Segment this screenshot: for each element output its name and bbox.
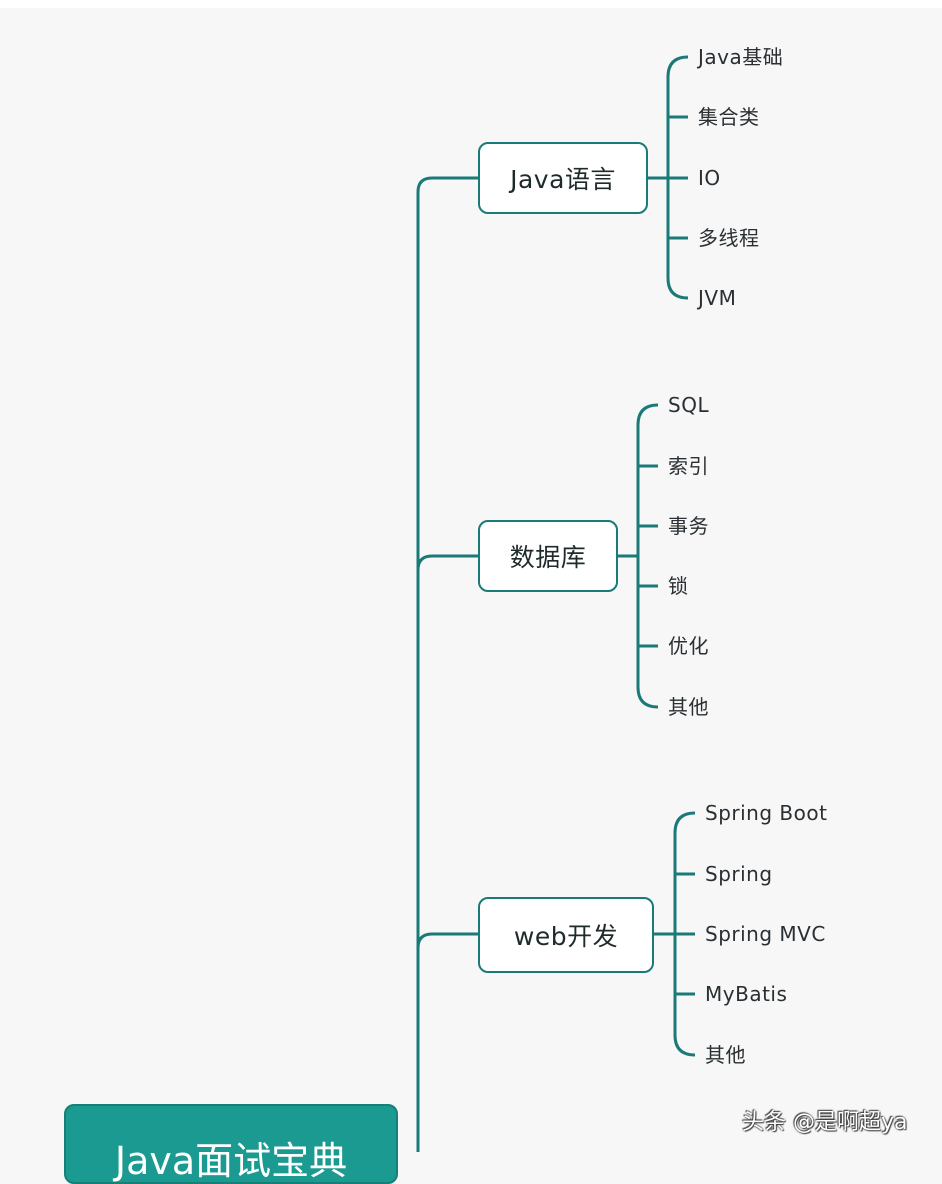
leaf-io[interactable]: IO [698,166,721,190]
branch-node-web[interactable]: web开发 [478,897,654,973]
leaf-collections[interactable]: 集合类 [698,105,760,129]
trunk-line [416,176,478,1152]
branch-2-bracket [636,403,659,709]
trunk-to-branch-3 [416,932,478,949]
leaf-transaction[interactable]: 事务 [668,514,709,538]
leaf-sql[interactable]: SQL [668,393,710,417]
branch-node-java[interactable]: Java语言 [478,142,648,214]
branch-node-label: 数据库 [509,543,587,572]
branch-node-label: web开发 [513,922,619,951]
leaf-multithreading[interactable]: 多线程 [698,226,760,250]
branch-node-label: Java语言 [510,165,616,194]
leaf-mybatis[interactable]: MyBatis [705,982,788,1006]
top-edge [0,0,942,8]
leaf-spring[interactable]: Spring [705,862,773,886]
connector-lines [416,55,696,1152]
leaf-optimization[interactable]: 优化 [668,634,709,658]
leaf-jvm[interactable]: JVM [698,286,737,310]
leaf-spring-boot[interactable]: Spring Boot [705,801,828,825]
root-node[interactable]: Java面试宝典 [64,1104,398,1184]
leaf-index[interactable]: 索引 [668,454,709,478]
branch-node-database[interactable]: 数据库 [478,520,618,592]
root-node-label: Java面试宝典 [114,1139,348,1183]
leaf-lock[interactable]: 锁 [668,574,689,598]
trunk-to-branch-2 [416,554,478,571]
leaf-web-other[interactable]: 其他 [705,1043,746,1067]
leaf-spring-mvc[interactable]: Spring MVC [705,922,826,946]
watermark: 头条 @是啊超ya [742,1110,908,1135]
leaf-db-other[interactable]: 其他 [668,695,709,719]
leaf-java-basics[interactable]: Java基础 [698,45,784,69]
